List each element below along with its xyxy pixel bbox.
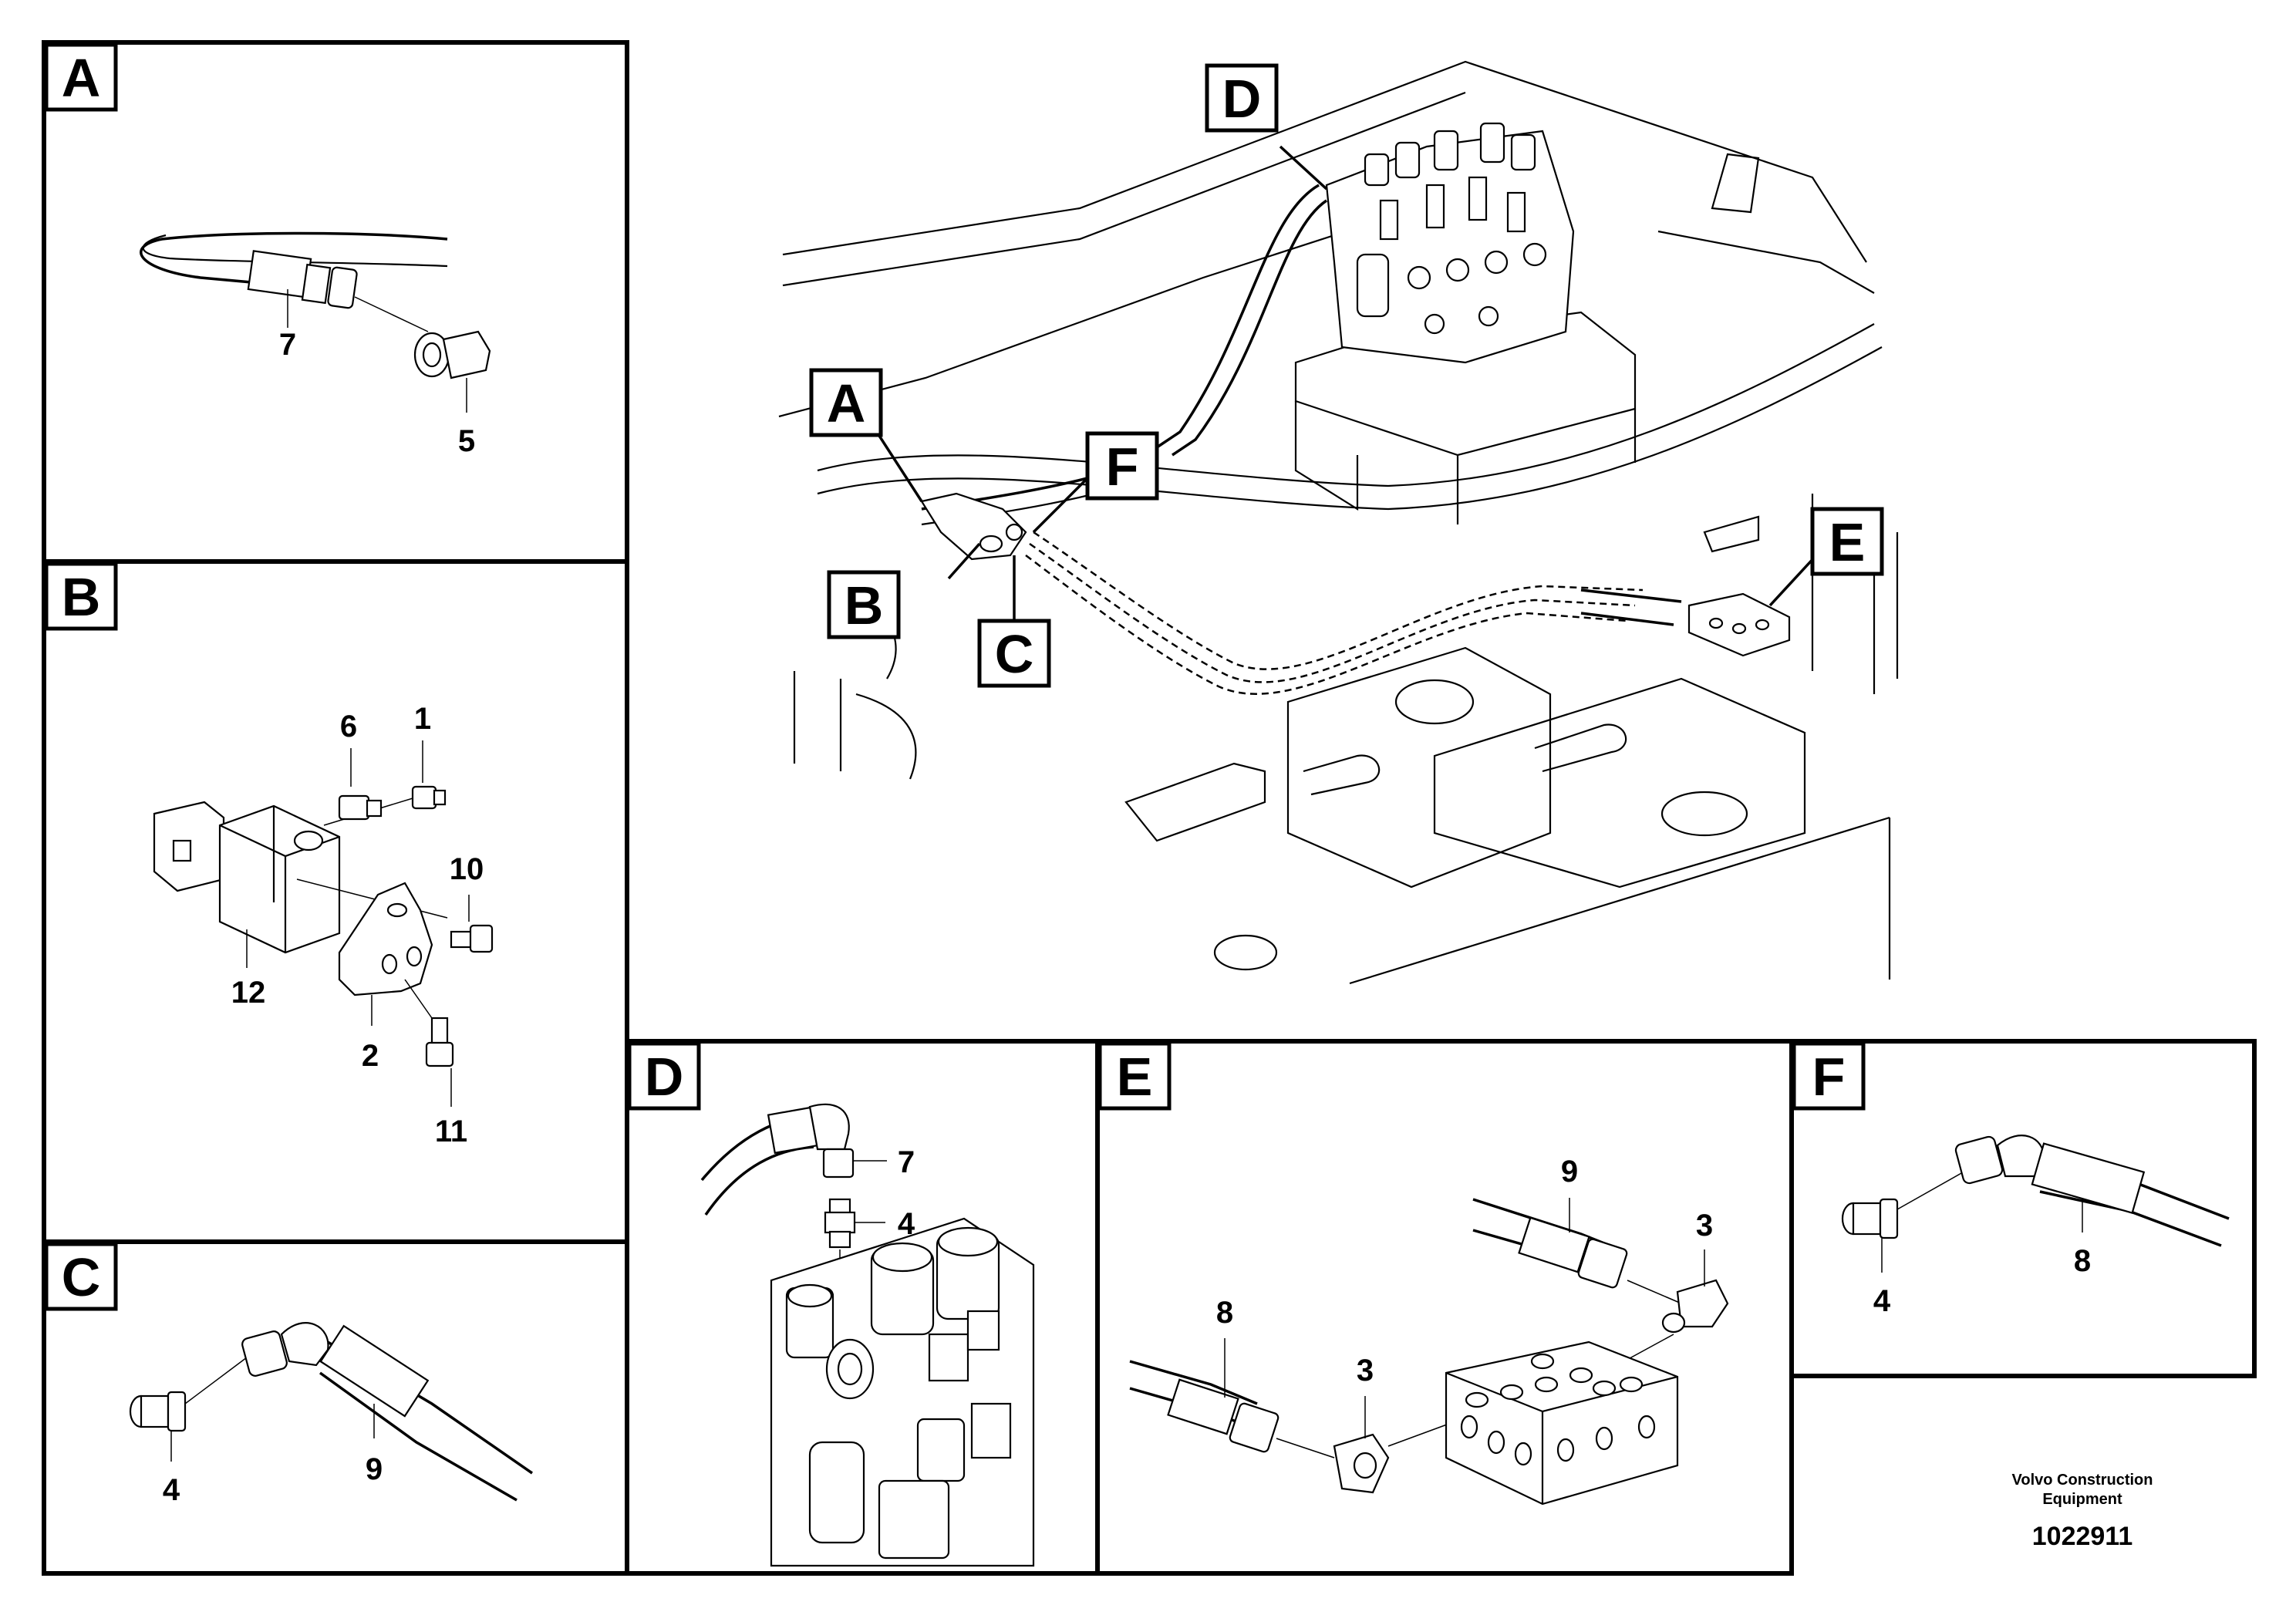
hose-9-c [241, 1322, 533, 1502]
credit-line-2: Equipment [2042, 1491, 2122, 1508]
fitting-6 [338, 794, 383, 821]
bracket [338, 882, 433, 996]
overview-tag-d: D [1222, 69, 1262, 129]
hose-8-e [1129, 1360, 1335, 1458]
callout-e-3-top: 3 [1696, 1209, 1713, 1243]
bolt-10 [450, 924, 494, 953]
callout-b-2: 2 [362, 1039, 379, 1073]
panel-b: B [42, 559, 629, 1244]
panel-f-letter: F [1812, 1047, 1846, 1107]
panel-c-letter: C [62, 1247, 101, 1307]
fitting-1 [411, 785, 447, 810]
callout-d-7: 7 [898, 1145, 915, 1179]
document-number: 1022911 [2032, 1522, 2133, 1551]
panel-d-letter: D [645, 1047, 684, 1107]
elbow-3-bottom [1333, 1418, 1462, 1494]
fitting-4-f [1841, 1198, 1899, 1239]
callout-b-10: 10 [450, 852, 484, 886]
hose-9-e [1472, 1198, 1682, 1304]
panel-e: E [1095, 1039, 1794, 1576]
solenoid-valve-assembly [153, 795, 448, 954]
callout-b-11: 11 [435, 1114, 467, 1148]
callout-c-4: 4 [163, 1473, 180, 1507]
callout-e-3-bottom: 3 [1357, 1354, 1374, 1388]
panel-c: C 4 9 [42, 1239, 629, 1576]
panel-d: D [625, 1039, 1100, 1576]
callout-a-5: 5 [458, 424, 475, 458]
control-valve-detail [770, 1217, 1035, 1567]
panel-f: F 4 8 [1789, 1039, 2257, 1378]
overview-drawing: D A F B C E [778, 60, 1899, 985]
fitting-4-d [824, 1198, 856, 1311]
callout-f-4: 4 [1873, 1284, 1891, 1318]
panel-e-letter: E [1117, 1047, 1153, 1107]
panel-b-letter: B [62, 567, 101, 627]
panel-a: A 7 5 [42, 40, 629, 564]
credit-line-1: Volvo Construction [2012, 1472, 2153, 1489]
elbow-fitting-5 [413, 330, 491, 379]
callout-e-9: 9 [1561, 1155, 1578, 1189]
callout-f-8: 8 [2074, 1244, 2091, 1278]
elbow-3-top [1588, 1279, 1729, 1381]
panel-a-letter: A [62, 48, 101, 108]
overview-tag-f: F [1106, 437, 1139, 497]
overview-tag-b: B [845, 575, 884, 636]
bolt-11 [404, 979, 454, 1067]
overview-tag-e: E [1829, 512, 1866, 572]
callout-e-8: 8 [1216, 1296, 1233, 1330]
hose-8-f [1954, 1135, 2230, 1247]
overview-tag-a: A [827, 373, 866, 433]
credit-block: Volvo Construction Equipment 1022911 [2012, 1472, 2153, 1551]
callout-b-6: 6 [340, 710, 357, 744]
callout-b-12: 12 [231, 976, 266, 1010]
callout-a-7: 7 [279, 328, 296, 362]
callout-d-4: 4 [898, 1207, 915, 1241]
callout-b-1: 1 [414, 702, 431, 736]
distribution-block [1445, 1340, 1679, 1506]
fitting-4-c [129, 1391, 187, 1432]
overview-tag-c: C [995, 624, 1034, 684]
callout-c-9: 9 [366, 1452, 383, 1486]
hose-assembly-a [140, 231, 491, 379]
elbow-hose-d [700, 1103, 855, 1216]
